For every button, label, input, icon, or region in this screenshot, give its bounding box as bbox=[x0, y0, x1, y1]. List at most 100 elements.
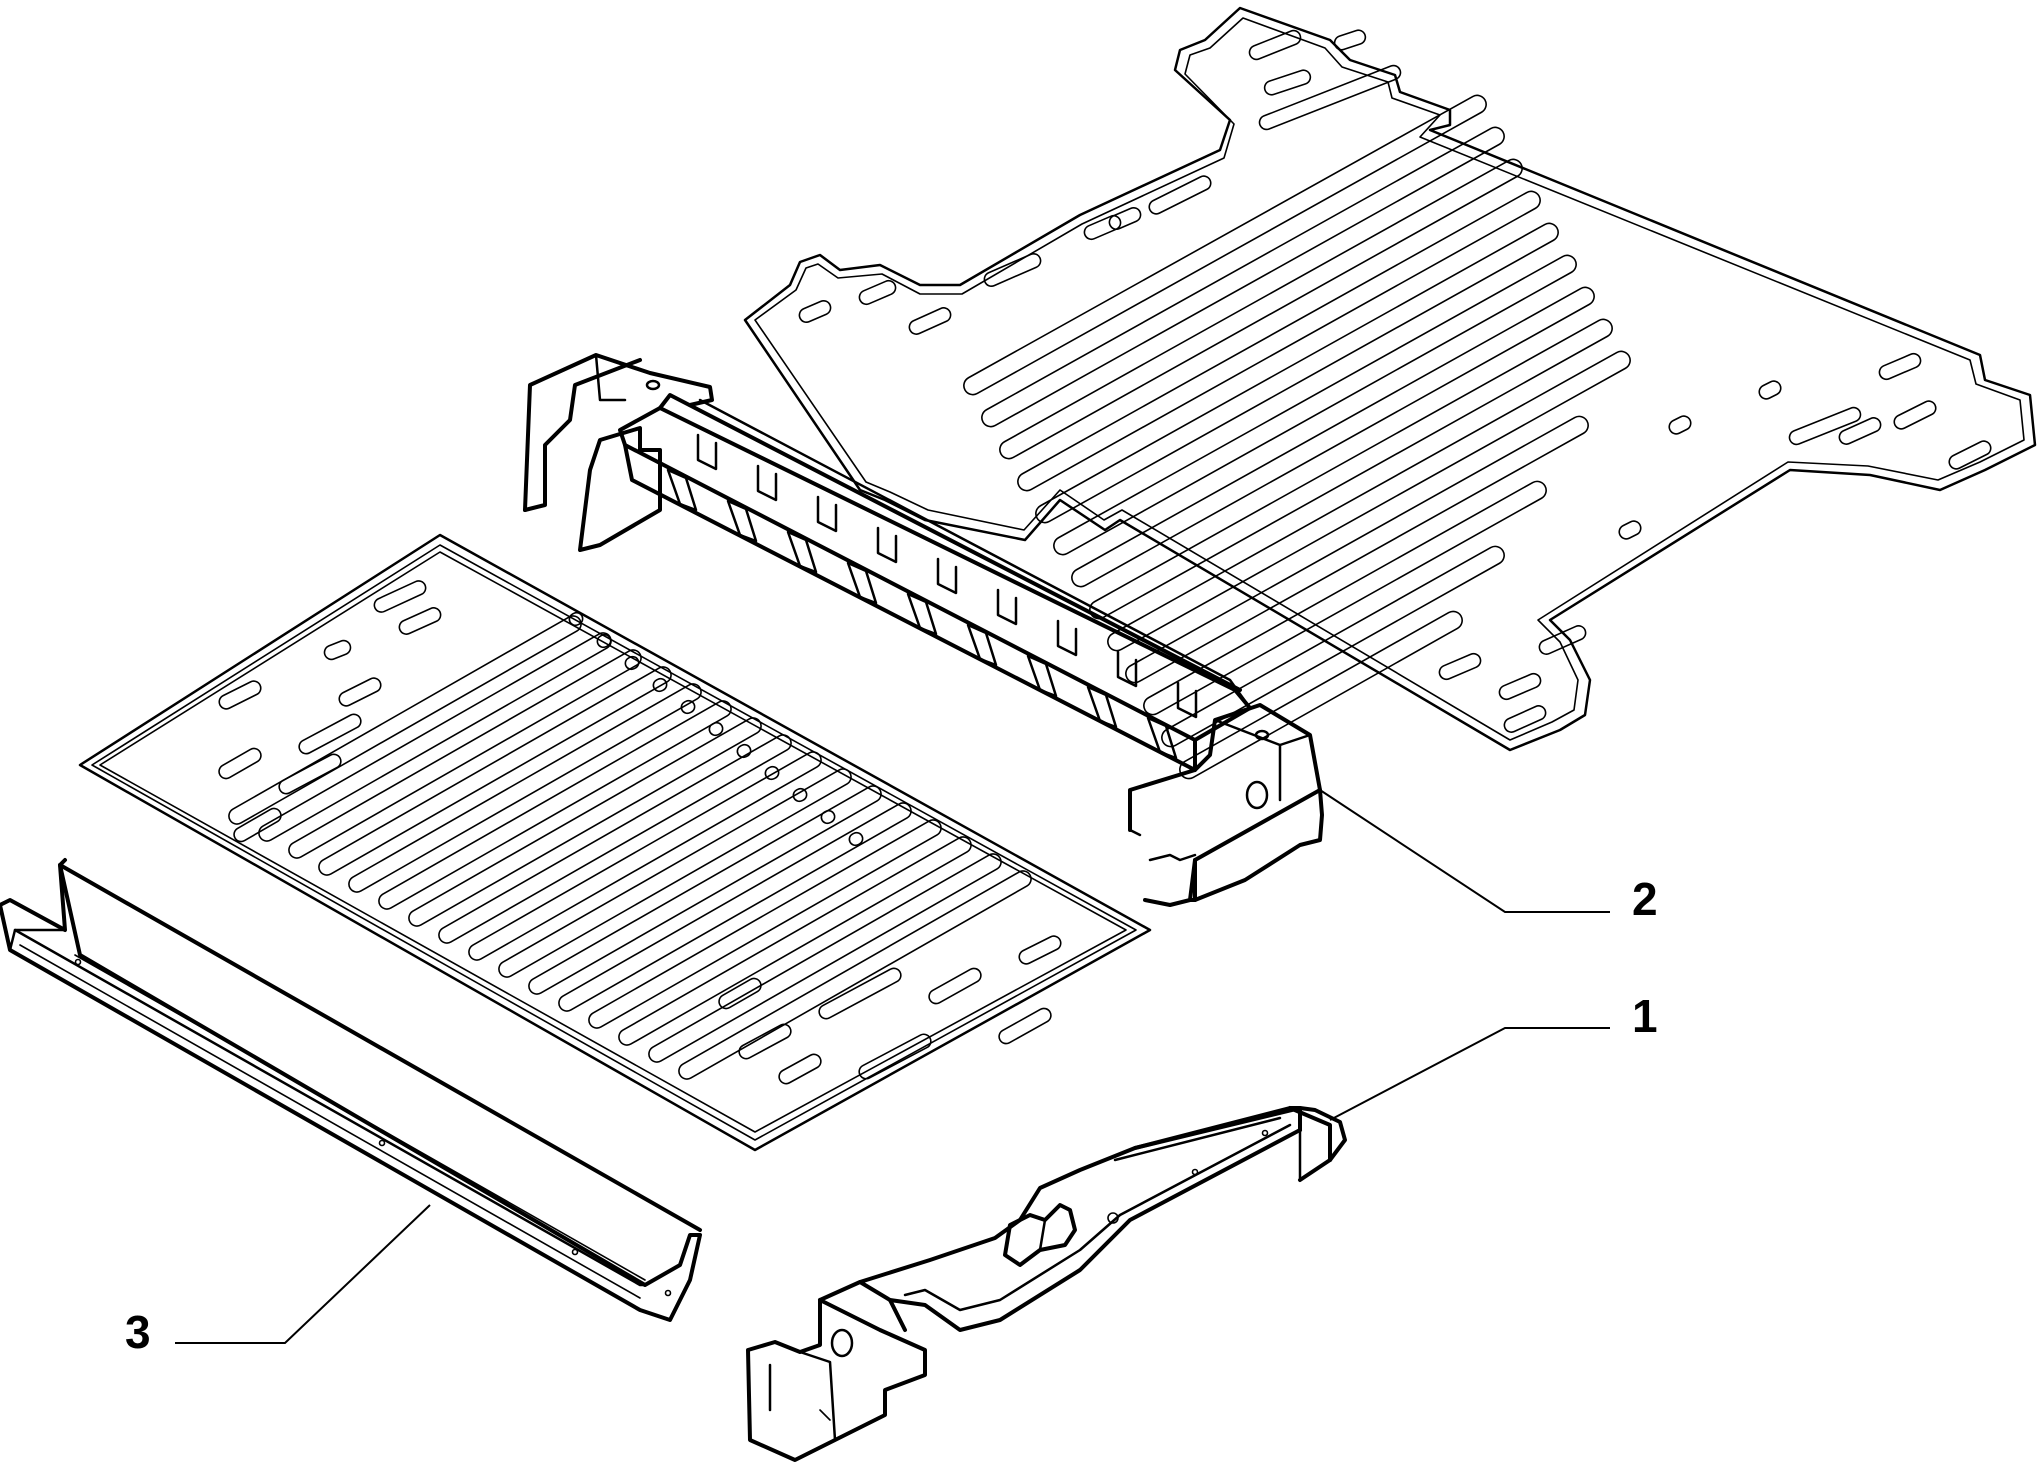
beam-window bbox=[726, 499, 758, 543]
rib-slot bbox=[1503, 705, 1547, 733]
callout-2: 2 bbox=[1632, 873, 1658, 925]
rib-slot bbox=[983, 252, 1042, 288]
rib-slot bbox=[558, 802, 912, 1012]
rib-slot bbox=[998, 1007, 1052, 1045]
rib-slot bbox=[1089, 318, 1613, 620]
rib-slot bbox=[338, 677, 382, 707]
rib-slot bbox=[1018, 935, 1062, 965]
beam-slot bbox=[816, 495, 838, 533]
rib-slot bbox=[618, 836, 972, 1046]
rib-slot bbox=[588, 819, 942, 1029]
rib-slot bbox=[792, 787, 808, 803]
callout-1: 1 bbox=[1632, 990, 1658, 1042]
beam-window bbox=[1086, 685, 1118, 729]
rib-slot bbox=[1438, 652, 1482, 681]
rib-slot bbox=[1893, 400, 1937, 430]
beam-slot bbox=[1116, 650, 1138, 688]
rib-slot bbox=[1017, 190, 1541, 492]
rib-slot bbox=[798, 299, 832, 324]
rib-slot bbox=[438, 734, 792, 944]
beam-window bbox=[966, 623, 998, 667]
rib-slot bbox=[408, 717, 762, 927]
rib-slot bbox=[1263, 69, 1312, 96]
rear-floor-panel bbox=[743, 6, 2037, 780]
rib-slot bbox=[718, 977, 762, 1010]
rib-slot bbox=[373, 580, 427, 613]
rib-slot bbox=[1618, 520, 1642, 540]
rib-slot bbox=[848, 831, 864, 847]
rib-slot bbox=[1148, 175, 1212, 215]
rib-slot bbox=[1538, 625, 1587, 655]
rib-slot bbox=[318, 666, 672, 876]
beam-window bbox=[1026, 654, 1058, 698]
beam-window bbox=[846, 561, 878, 605]
beam-window bbox=[666, 468, 698, 512]
beam-window bbox=[906, 592, 938, 636]
rib-slot bbox=[1248, 29, 1302, 61]
rib-slot bbox=[1758, 380, 1782, 400]
rib-slot bbox=[348, 683, 702, 893]
rib-slot bbox=[963, 94, 1487, 396]
rib-slot bbox=[378, 700, 732, 910]
rib-slot bbox=[218, 680, 262, 710]
beam-slot bbox=[876, 526, 898, 564]
rib-slot bbox=[218, 747, 262, 780]
leader-3 bbox=[175, 1204, 431, 1344]
side-channel bbox=[0, 858, 702, 1322]
rib-slot bbox=[288, 649, 642, 859]
rib-slot bbox=[1083, 214, 1122, 241]
rib-slot bbox=[1258, 64, 1402, 131]
beam-slot bbox=[696, 433, 718, 471]
rib-slot bbox=[818, 967, 902, 1020]
longitudinal-rail bbox=[746, 1106, 1347, 1462]
rib-slot bbox=[652, 677, 668, 693]
rib-slot bbox=[1838, 417, 1882, 445]
rib-slot bbox=[1125, 415, 1589, 684]
beam-window bbox=[1146, 716, 1178, 760]
beam-window bbox=[786, 530, 818, 574]
rib-slot bbox=[596, 633, 612, 649]
front-floor-panel bbox=[78, 533, 1152, 1152]
rib-slot bbox=[981, 126, 1505, 428]
cross-member bbox=[523, 353, 1324, 907]
rib-slot bbox=[1035, 222, 1559, 524]
rib-slot bbox=[820, 809, 836, 825]
rib-slot bbox=[1878, 352, 1922, 381]
beam-slot bbox=[756, 464, 778, 502]
rib-slot bbox=[1161, 545, 1505, 748]
leader-1 bbox=[1329, 1027, 1610, 1121]
rib-slot bbox=[1498, 672, 1542, 701]
rib-slot bbox=[1333, 29, 1367, 51]
rib-slot bbox=[678, 870, 1032, 1080]
rib-slot bbox=[233, 807, 282, 843]
rib-slot bbox=[858, 1033, 932, 1080]
rib-slot bbox=[708, 721, 724, 737]
rib-slot bbox=[1108, 206, 1142, 231]
rib-slot bbox=[1668, 415, 1692, 435]
rib-slot bbox=[323, 639, 352, 661]
rib-slot bbox=[278, 753, 342, 795]
rib-slot bbox=[498, 768, 852, 978]
rib-slot bbox=[528, 785, 882, 995]
rib-slot bbox=[858, 279, 897, 306]
rib-slot bbox=[999, 158, 1523, 460]
rib-slot bbox=[928, 967, 982, 1005]
rib-slot bbox=[1948, 440, 1992, 470]
rib-slot bbox=[1179, 610, 1463, 780]
rib-slot bbox=[1053, 254, 1577, 556]
rib-slot bbox=[624, 655, 640, 671]
rib-slot bbox=[738, 1023, 792, 1060]
rib-slot bbox=[1143, 480, 1547, 716]
rib-slot bbox=[736, 743, 752, 759]
beam-slot bbox=[996, 588, 1018, 626]
leader-lines bbox=[175, 789, 1610, 1344]
rib-slot bbox=[680, 699, 696, 715]
rib-slot bbox=[398, 607, 442, 635]
leader-2 bbox=[1319, 789, 1610, 913]
beam-slot bbox=[1176, 681, 1198, 719]
rib-slot bbox=[1788, 406, 1862, 446]
rib-slot bbox=[1107, 350, 1631, 652]
rib-slot bbox=[648, 853, 1002, 1063]
callout-3: 3 bbox=[125, 1306, 151, 1358]
